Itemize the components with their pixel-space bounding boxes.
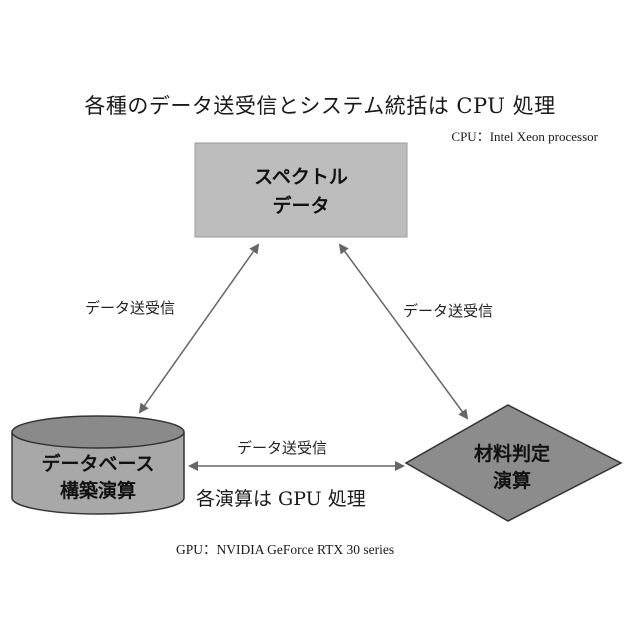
gpu-note: GPU：NVIDIA GeForce RTX 30 series (176, 538, 394, 558)
material-node-line2: 演算 (493, 469, 531, 492)
spectrum-node-line2: データ (272, 194, 329, 217)
spectrum-data-node: スペクトル データ (195, 143, 407, 237)
database-node: データベース 構築演算 (12, 416, 184, 514)
arrow-spectrum-material (340, 245, 467, 418)
edge-label-bottom: データ送受信 (237, 437, 327, 458)
material-node-line1: 材料判定 (474, 442, 550, 465)
database-node-line2: 構築演算 (60, 479, 136, 502)
material-judgment-node: 材料判定 演算 (406, 405, 621, 521)
gpu-process-label: 各演算は GPU 処理 (196, 484, 366, 511)
spectrum-node-line1: スペクトル (254, 166, 348, 188)
edge-label-left: データ送受信 (85, 297, 175, 318)
database-node-line1: データベース (41, 452, 154, 475)
arrow-spectrum-database (140, 245, 258, 412)
edge-label-right: データ送受信 (403, 300, 493, 321)
